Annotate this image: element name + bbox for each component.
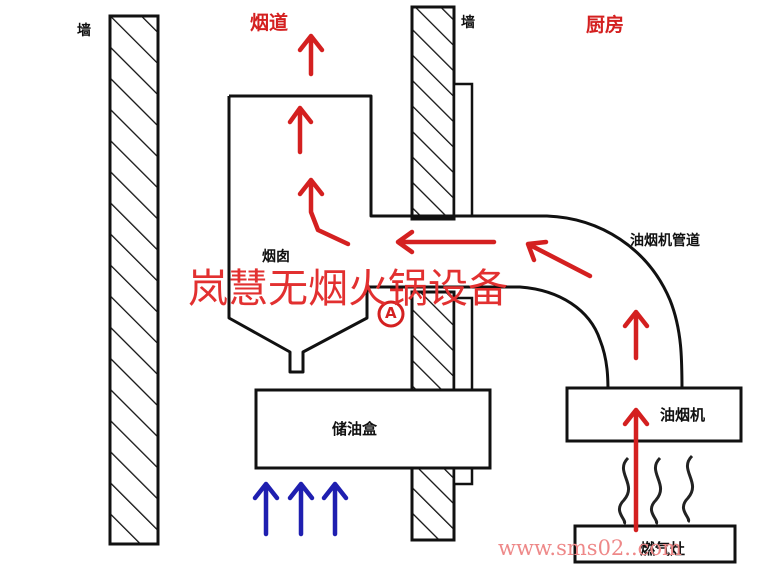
oil-box (254, 388, 492, 470)
intake-arrow-3 (321, 481, 349, 537)
watermark-url: www.sms02..com (498, 536, 682, 560)
left-wall (108, 14, 160, 546)
range-hood (565, 386, 743, 443)
label-hood-duct: 油烟机管道 (630, 233, 700, 249)
chimney-outline (229, 94, 684, 393)
label-oil-box: 储油盒 (332, 420, 378, 438)
intake-arrow-1 (252, 481, 280, 537)
label-flue-duct: 烟道 (250, 12, 289, 34)
smoke-wave-1 (618, 456, 631, 526)
label-wall-right: 墙 (461, 15, 475, 31)
point-a-marker (377, 300, 405, 328)
label-kitchen: 厨房 (586, 14, 625, 36)
intake-arrow-2 (287, 481, 315, 537)
watermark-brand-text: 岚慧无烟火锅设备 (188, 266, 508, 312)
airflow-arrow-chimney-turn (297, 177, 351, 247)
airflow-arrow-hood-duct (622, 309, 650, 361)
airflow-arrow-bend (525, 239, 593, 279)
duct-lower-edge (367, 285, 610, 393)
label-chimney: 烟囱 (262, 249, 290, 265)
airflow-arrow-flue (297, 33, 325, 77)
smoke-wave-3 (682, 454, 695, 524)
gas-stove (573, 524, 737, 564)
right-wall-upper (410, 5, 456, 221)
chimney-hopper (227, 96, 369, 374)
wall-trim-upper (452, 82, 474, 218)
smoke-wave-2 (650, 456, 663, 526)
label-gas-stove: 燃气灶 (640, 540, 686, 558)
label-point-a: A (385, 304, 397, 322)
airflow-arrow-stove (622, 407, 650, 533)
airflow-arrow-duct (395, 229, 497, 255)
label-range-hood: 油烟机 (660, 406, 706, 424)
airflow-arrow-chimney-top (287, 105, 314, 155)
label-wall-left: 墙 (77, 23, 91, 39)
